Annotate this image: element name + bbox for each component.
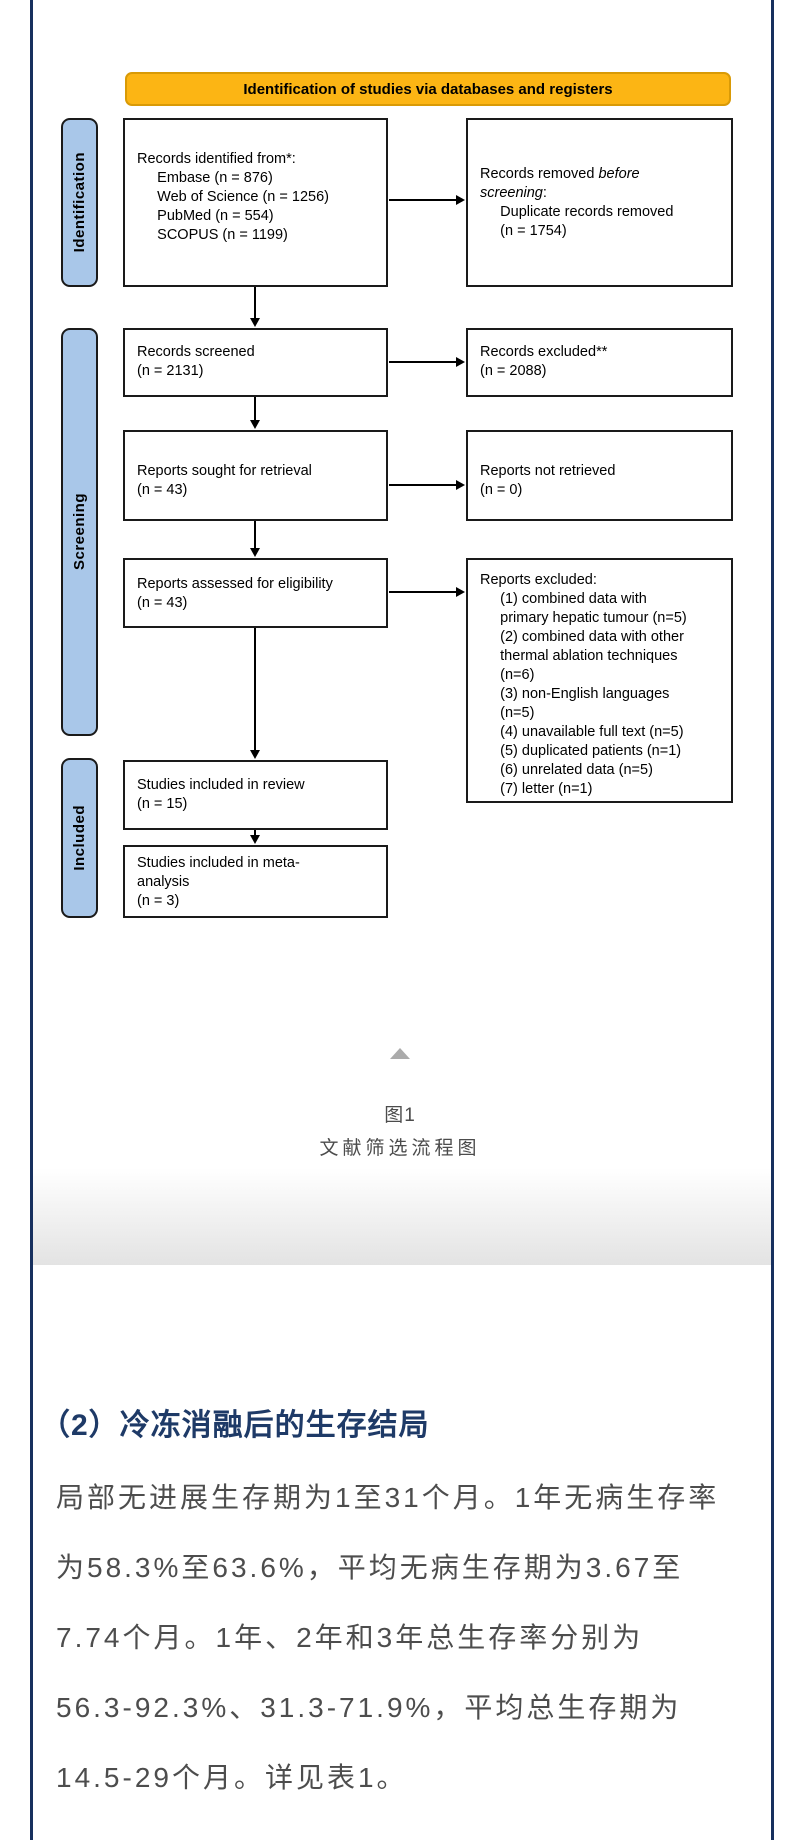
paragraph-line: 14.5-29个月。详见表1。	[56, 1762, 408, 1793]
down-arrow	[250, 397, 259, 429]
down-arrow	[250, 830, 259, 844]
right-arrow	[389, 357, 465, 366]
article-paragraph: 局部无进展生存期为1至31个月。1年无病生存率 为58.3%至63.6%，平均无…	[56, 1463, 762, 1813]
paragraph-line: 56.3-92.3%、31.3-71.9%，平均总生存期为	[56, 1692, 682, 1723]
flow-box-records-screened: Records screened (n = 2131)	[123, 328, 388, 397]
figure-title: 文献筛选流程图	[319, 1138, 481, 1159]
flow-box-studies-in-review: Studies included in review (n = 15)	[123, 760, 388, 830]
section-divider-gradient	[33, 1168, 771, 1265]
down-arrow	[250, 628, 259, 759]
flow-box-studies-in-meta-analysis: Studies included in meta- analysis (n = …	[123, 845, 388, 918]
card-right-border	[771, 0, 774, 1840]
down-arrow	[250, 287, 259, 327]
down-arrow	[250, 521, 259, 557]
flow-box-reports-excluded-reasons: Reports excluded: (1) combined data with…	[466, 558, 733, 803]
flow-box-records-removed: Records removed before screening: Duplic…	[466, 118, 733, 287]
stage-label-identification: Identification	[61, 118, 98, 287]
flow-box-reports-assessed: Reports assessed for eligibility (n = 43…	[123, 558, 388, 628]
stage-label-text: Screening	[71, 493, 88, 571]
paragraph-line: 局部无进展生存期为1至31个月。1年无病生存率	[56, 1482, 720, 1513]
card-left-border	[30, 0, 33, 1840]
figure-label: 图1	[384, 1105, 416, 1126]
right-arrow	[389, 195, 465, 204]
right-arrow	[389, 587, 465, 596]
stage-label-text: Identification	[71, 152, 88, 253]
flow-box-reports-sought: Reports sought for retrieval (n = 43)	[123, 430, 388, 521]
paragraph-line: 为58.3%至63.6%，平均无病生存期为3.67至	[56, 1552, 684, 1583]
collapse-triangle-icon[interactable]	[390, 1048, 410, 1059]
records-removed-text: Records removed	[480, 166, 599, 182]
right-arrow	[389, 480, 465, 489]
stage-label-text: Included	[71, 805, 88, 871]
flow-box-records-excluded: Records excluded** (n = 2088)	[466, 328, 733, 397]
records-removed-detail: Duplicate records removed (n = 1754)	[500, 204, 674, 239]
flow-box-records-identified: Records identified from*: Embase (n = 87…	[123, 118, 388, 287]
diagram-title-banner: Identification of studies via databases …	[125, 72, 731, 106]
stage-label-included: Included	[61, 758, 98, 918]
records-removed-colon: :	[542, 185, 547, 201]
paragraph-line: 7.74个月。1年、2年和3年总生存率分别为	[56, 1622, 644, 1653]
flow-box-reports-not-retrieved: Reports not retrieved (n = 0)	[466, 430, 733, 521]
stage-label-screening: Screening	[61, 328, 98, 736]
records-removed-italic-text: before screening	[480, 166, 640, 201]
article-section-heading: （2）冷冻消融后的生存结局	[40, 1409, 430, 1442]
